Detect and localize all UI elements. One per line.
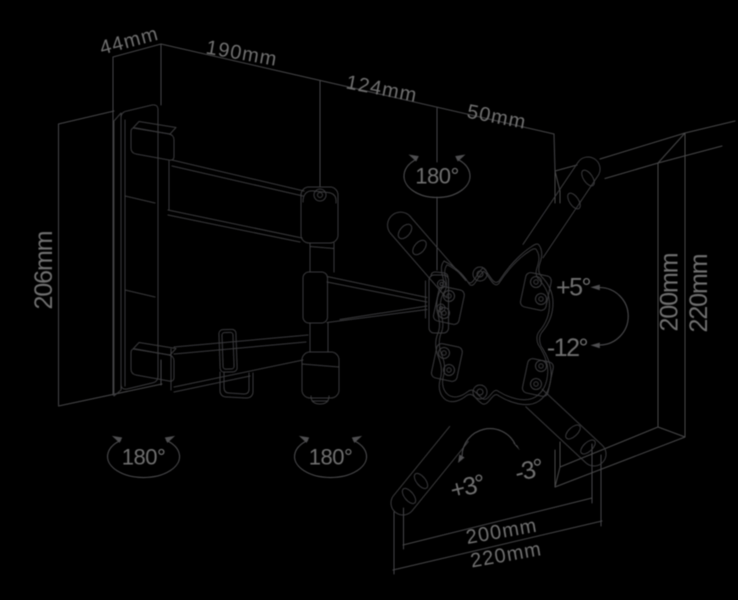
svg-text:206mm: 206mm xyxy=(30,231,58,309)
svg-text:180°: 180° xyxy=(122,445,166,470)
svg-text:180°: 180° xyxy=(309,445,353,470)
svg-text:180°: 180° xyxy=(415,164,459,189)
svg-text:-12°: -12° xyxy=(547,334,588,362)
svg-text:220mm: 220mm xyxy=(685,254,713,332)
svg-text:+5°: +5° xyxy=(556,274,591,302)
svg-text:200mm: 200mm xyxy=(656,253,684,331)
